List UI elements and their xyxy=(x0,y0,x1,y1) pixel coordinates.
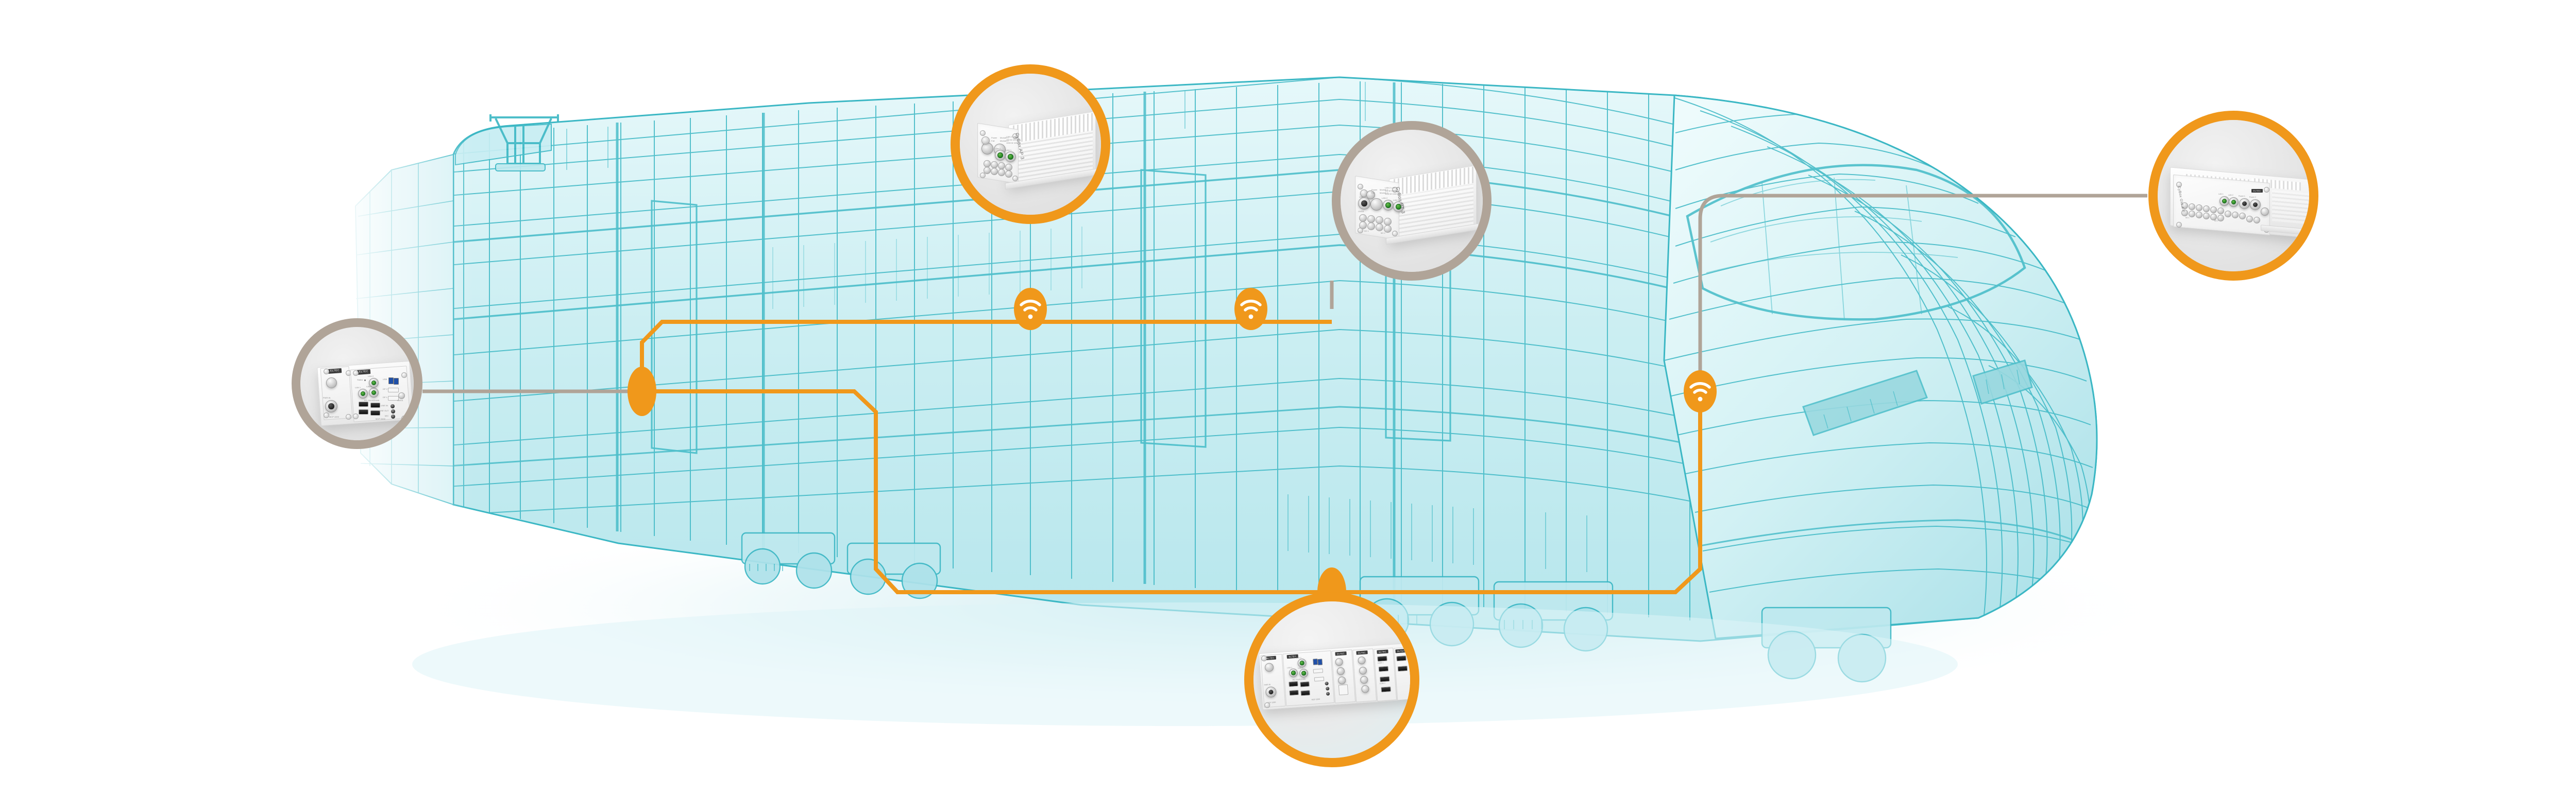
line-in-jack xyxy=(391,404,395,408)
serial-port-4 xyxy=(370,410,380,416)
product-rack-system: ELTEC PWR IN MCP 1000 ELTEC LAN 1 LAN 2 … xyxy=(1259,642,1410,715)
eltec-logo-right: ELTEC xyxy=(357,369,371,375)
callout-cybox-gw-4p[interactable]: ELTEC LAN 1 LAN 2 Power 1 Power 2 xyxy=(2148,111,2318,281)
network-trunk xyxy=(640,309,1702,594)
product-cybox-ap-3: LAN 2 LAN 1 Power Fail Module 1 Module 2… xyxy=(974,111,1099,190)
serial-port-1 xyxy=(359,402,368,407)
rt3-power-connector xyxy=(1358,197,1370,210)
eltec-logo-left: ELTEC xyxy=(328,368,342,374)
product-mcp-device: ELTEC PWR IN MCP 1000 ELTEC LAN 1 xyxy=(317,360,414,426)
callout-cybox-rt-3[interactable]: Power Fail Module 1 Module 2 LAN 2 LAN 1… xyxy=(1332,121,1492,281)
callout-cybox-ap-3[interactable]: LAN 2 LAN 1 Power Fail Module 1 Module 2… xyxy=(951,64,1110,224)
gnss-antenna-port xyxy=(398,392,405,399)
callout-gw4p-photo: ELTEC LAN 1 LAN 2 Power 1 Power 2 xyxy=(2158,120,2309,271)
line-out-jack xyxy=(391,409,395,413)
junction-dot-left[interactable] xyxy=(628,367,656,416)
product-cybox-gw-4p: ELTEC LAN 1 LAN 2 Power 1 Power 2 xyxy=(2170,167,2309,239)
callout-rack-photo: ELTEC PWR IN MCP 1000 ELTEC LAN 1 LAN 2 … xyxy=(1253,601,1410,758)
link-roof-rail xyxy=(640,320,1332,391)
gw4p-lan2-port xyxy=(2229,197,2239,207)
callout-mcp-1000-2000[interactable]: ELTEC PWR IN MCP 1000 ELTEC LAN 1 xyxy=(292,318,422,449)
rack-slot-4 xyxy=(1352,648,1377,702)
ap3-lan1-port xyxy=(1005,151,1016,162)
gw4p-power-1 xyxy=(2239,198,2250,209)
mic-jack xyxy=(391,415,395,419)
rt3-lan1-port xyxy=(1393,201,1404,212)
product-cybox-rt-3: Power Fail Module 1 Module 2 LAN 2 LAN 1… xyxy=(1351,165,1479,245)
serial-port-3 xyxy=(370,403,380,408)
lan2-port xyxy=(369,378,379,388)
wifi-node-roof-mid[interactable] xyxy=(1014,288,1047,330)
link-underfloor xyxy=(642,389,1332,594)
train-nose xyxy=(1663,94,2098,640)
serial-port-2 xyxy=(359,409,368,415)
dp1-port xyxy=(388,396,399,401)
dp2-port xyxy=(388,388,399,392)
callout-rt3-photo: Power Fail Module 1 Module 2 LAN 2 LAN 1… xyxy=(1341,130,1483,272)
callout-eltec-rack[interactable]: ELTEC PWR IN MCP 1000 ELTEC LAN 1 LAN 2 … xyxy=(1244,592,1419,767)
lan1-port xyxy=(358,389,368,399)
rack-slot-2 xyxy=(1282,650,1335,706)
pwr-in-connector xyxy=(325,400,337,412)
ap3-power-connector xyxy=(981,143,993,154)
usb-port-2 xyxy=(394,378,399,385)
callout-ap3-photo: LAN 2 LAN 1 Power Fail Module 1 Module 2… xyxy=(960,74,1101,215)
leader-line xyxy=(422,194,2147,393)
callout-mcp-photo: ELTEC PWR IN MCP 1000 ELTEC LAN 1 xyxy=(300,327,414,440)
power-connector-top xyxy=(326,377,337,388)
rack-slot-1 xyxy=(1260,653,1286,708)
gw4p-gnss-port xyxy=(2261,208,2269,216)
rt3-usb-connector xyxy=(1370,198,1383,211)
rt3-lan2-port xyxy=(1383,200,1394,211)
ap3-gnss-connector xyxy=(981,136,990,145)
rt3-aux-connector xyxy=(1366,191,1375,199)
wifi-node-nose[interactable] xyxy=(1684,370,1717,412)
link-nose-riser xyxy=(1332,391,1702,594)
train-reflection xyxy=(412,602,1958,726)
leader-line-gw4p xyxy=(1698,194,2147,381)
lan3-port xyxy=(369,388,379,398)
ap3-lan2-port xyxy=(995,150,1006,161)
gw4p-power-2 xyxy=(2250,199,2261,210)
gw4p-lan1-port xyxy=(2219,196,2229,206)
usb-port-1 xyxy=(388,377,394,384)
wifi-node-roof-forward[interactable] xyxy=(1234,288,1267,330)
